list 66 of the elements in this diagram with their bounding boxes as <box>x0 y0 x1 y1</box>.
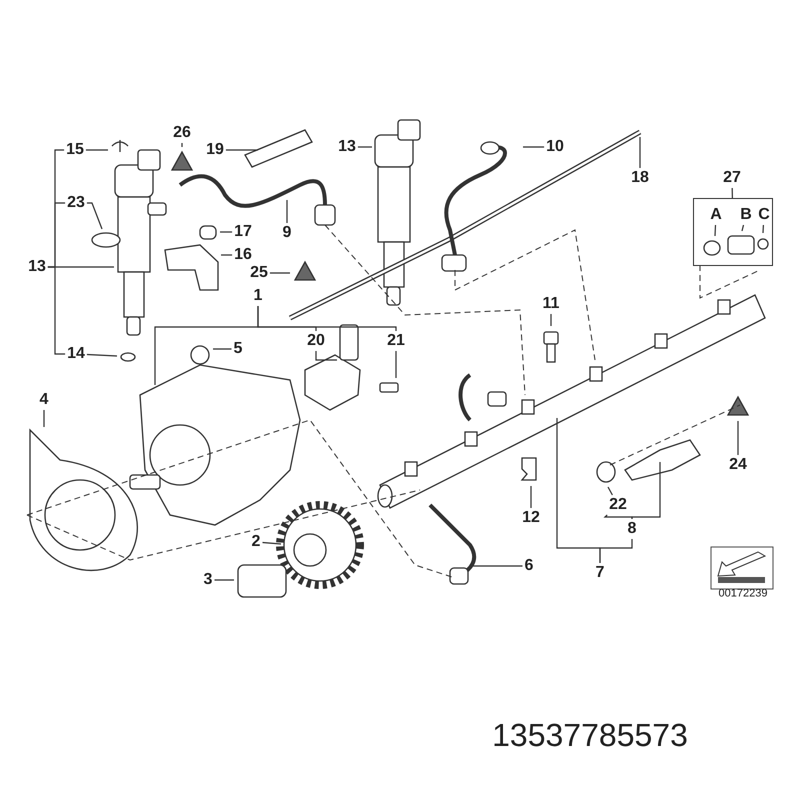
callout-number: 8 <box>628 521 636 537</box>
leader-line <box>86 202 103 230</box>
leader-line <box>220 231 232 233</box>
leader-line <box>762 224 764 234</box>
callout-number: 13 <box>338 139 356 155</box>
leader-line <box>86 149 108 151</box>
drawing-number: 00172239 <box>718 588 768 600</box>
leader-line <box>599 539 633 563</box>
callout-number: 4 <box>40 392 48 408</box>
callout-number: 26 <box>173 125 191 141</box>
callout-number: 14 <box>67 346 85 362</box>
leader-line <box>262 542 282 545</box>
callout-number: 23 <box>67 195 85 211</box>
leader-line <box>358 146 372 148</box>
callout-number: 15 <box>66 142 84 158</box>
callout-number: 10 <box>546 139 564 155</box>
callout-number: 16 <box>234 247 252 263</box>
callout-number: 11 <box>542 296 560 312</box>
leader-line <box>213 348 232 350</box>
callout-number: 9 <box>282 225 292 241</box>
callout-number: 21 <box>387 333 405 349</box>
leader-line <box>737 421 739 455</box>
leader-line <box>214 579 234 581</box>
leader-line <box>43 410 45 427</box>
leader-line <box>395 351 397 378</box>
leader-line <box>181 143 183 147</box>
leader-line <box>530 486 532 508</box>
leader-line <box>86 354 118 357</box>
callout-number: 22 <box>609 497 627 513</box>
leader-line <box>714 224 716 236</box>
callout-number: 5 <box>234 341 242 357</box>
leader-line <box>286 200 288 223</box>
part-number: 13537785573 <box>492 719 688 751</box>
callout-number: B <box>740 207 752 223</box>
callout-number: 13 <box>28 259 46 275</box>
leader-line <box>315 351 337 361</box>
callout-number: 3 <box>204 572 212 588</box>
leader-line <box>741 224 744 232</box>
leader-line <box>607 486 613 496</box>
callout-number: 1 <box>254 288 262 304</box>
leader-line <box>523 146 544 148</box>
leader-line <box>639 137 641 168</box>
leader-line <box>550 314 552 326</box>
kit-frame <box>693 198 773 266</box>
callout-number: 27 <box>723 170 741 186</box>
leader-line <box>48 266 66 355</box>
callout-number: 12 <box>522 510 540 526</box>
callout-number: 18 <box>631 170 649 186</box>
callout-number: 2 <box>252 534 260 550</box>
leader-line <box>603 514 633 519</box>
callout-number: 25 <box>250 265 268 281</box>
callout-number: 19 <box>206 142 224 158</box>
callout-number: 7 <box>596 565 604 581</box>
leader-line <box>221 254 232 256</box>
leader-line <box>732 188 733 198</box>
callout-number: C <box>758 207 770 223</box>
leader-line <box>631 462 661 519</box>
callout-number: A <box>710 207 722 223</box>
callout-number: 6 <box>524 558 534 574</box>
leader-line <box>226 149 258 151</box>
leader-line <box>270 272 290 274</box>
callout-number: 17 <box>234 224 252 240</box>
callout-number: 24 <box>729 457 747 473</box>
leader-line <box>473 565 522 567</box>
callout-number: 20 <box>307 333 325 349</box>
leader-line <box>257 306 397 331</box>
